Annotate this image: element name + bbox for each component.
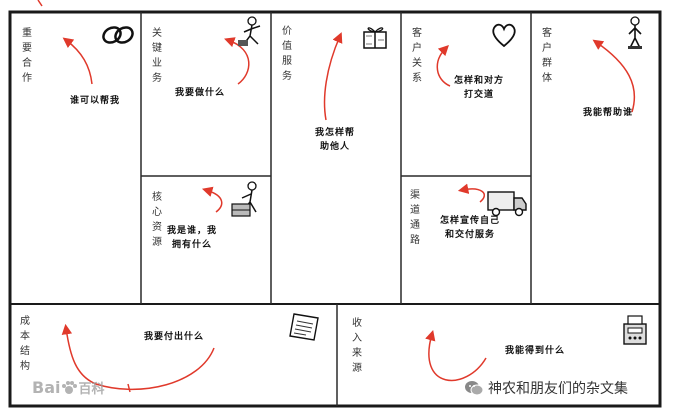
block-hint: 怎样宣传自己 和交付服务 [439, 216, 500, 240]
block-title: 重要合作 [22, 28, 32, 84]
block-title: 渠道通路 [410, 190, 420, 246]
cash-register-icon [623, 315, 647, 345]
block-hint: 我要做什么 [174, 88, 225, 98]
block-title: 核心资源 [152, 192, 162, 248]
chain-links-icon [102, 26, 134, 44]
worker-icon [238, 16, 261, 46]
wechat-icon [465, 381, 484, 396]
arrow-cost-structure [61, 323, 215, 391]
gift-box-icon [363, 27, 387, 49]
arrow-customer-segments [592, 39, 636, 113]
arrow-key-resources [201, 186, 223, 213]
block-title: 价值服务 [282, 26, 292, 82]
arrow-revenue-streams [425, 329, 487, 382]
arrow-value-propositions [323, 32, 343, 121]
block-hint: 我怎样帮 助他人 [314, 128, 355, 152]
arrow-customer-relationships [436, 45, 451, 87]
block-hint: 怎样和对方 打交道 [453, 76, 504, 100]
block-title: 客户群体 [542, 28, 552, 84]
arrow-key-activities [224, 37, 250, 85]
block-hint: 我能得到什么 [504, 346, 565, 356]
resources-worker-icon [231, 181, 257, 217]
block-title: 关键业务 [152, 28, 162, 84]
block-title: 成本结构 [20, 316, 30, 372]
arrow-key-partners [62, 37, 93, 85]
block-title: 客户关系 [412, 28, 422, 84]
person-icon [628, 16, 642, 49]
invoice-icon [289, 313, 319, 341]
block-hint: 我是谁，我 拥有什么 [166, 226, 217, 250]
block-title: 收入来源 [352, 318, 362, 374]
arrow-channels [457, 183, 485, 203]
delivery-truck-icon [487, 191, 527, 217]
heart-icon [492, 23, 516, 48]
block-hint: 我要付出什么 [143, 332, 204, 342]
baidu-watermark: Bai 百科 [32, 378, 105, 397]
block-hint: 谁可以帮我 [69, 96, 120, 106]
wechat-watermark: 神农和朋友们的杂文集 [464, 378, 628, 398]
block-hint: 我能帮助谁 [582, 108, 633, 118]
